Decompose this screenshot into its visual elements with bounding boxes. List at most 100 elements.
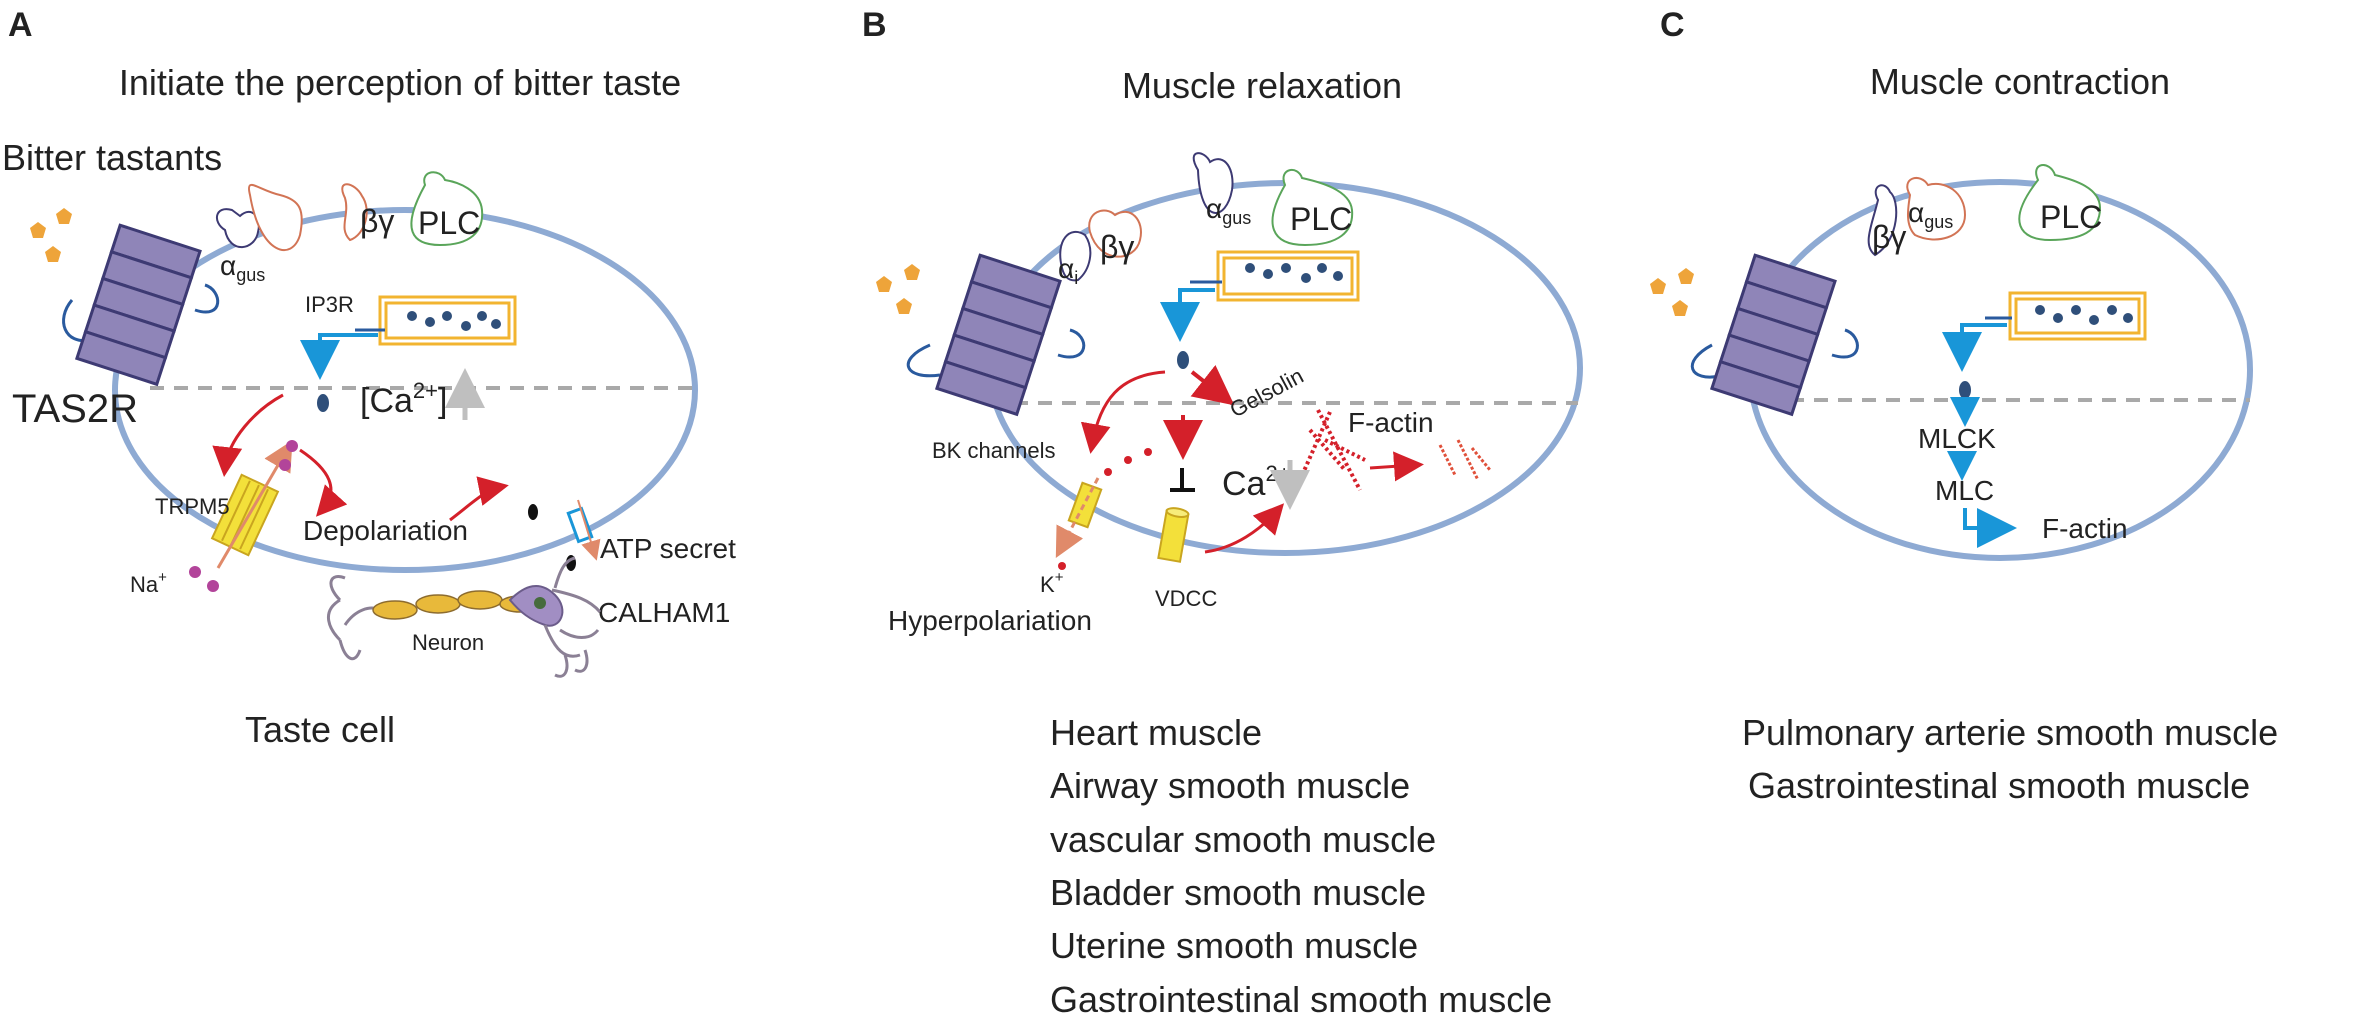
er-inner [2014, 297, 2141, 335]
ip3r-label: IP3R [305, 292, 354, 317]
f-actin-label: F-actin [2042, 513, 2128, 544]
calcium-ion [317, 394, 329, 412]
sodium-ion [279, 459, 291, 471]
f-actin-label: F-actin [1348, 407, 1434, 438]
sodium-ion [207, 580, 219, 592]
beta-gamma-label: βγ [1872, 219, 1906, 255]
panel-c: C Muscle contraction βγ αgus PLC [1650, 6, 2278, 806]
panel-c-letter: C [1660, 6, 1685, 44]
calcium-label: Ca2+ [1222, 461, 1291, 503]
potassium-ion [1058, 562, 1066, 570]
tastant-molecule [1650, 278, 1666, 294]
panel-a-letter: A [8, 6, 33, 44]
alpha-i-label: αi [1058, 253, 1078, 288]
sodium-label: Na+ [130, 569, 167, 597]
tastant-molecule [1672, 300, 1688, 316]
panel-b: B Muscle relaxation αi βγ αgus PLC [862, 6, 1583, 1020]
sodium-influx-arrow [216, 440, 293, 569]
g-subunit-shape [247, 183, 303, 251]
tastant-molecule [30, 222, 46, 238]
tissue-item: Airway smooth muscle [1050, 765, 1410, 806]
alpha-gus-label: αgus [1908, 197, 1953, 232]
er-vesicles [2035, 305, 2133, 325]
tissue-item: Uterine smooth muscle [1050, 925, 1418, 966]
gelsolin-label: Gelsolin [1226, 363, 1308, 422]
inhibition-bar [1170, 468, 1195, 492]
gelsolin-activation-arrow [1190, 364, 1235, 406]
panel-c-title: Muscle contraction [1870, 61, 2170, 102]
bk-activation-arrow [1080, 370, 1166, 454]
trpm5-label: TRPM5 [155, 494, 230, 519]
tastant-molecule [896, 298, 912, 314]
f-actin-filaments-broken [1298, 409, 1366, 491]
er-vesicles [1245, 263, 1343, 283]
atp-molecule [528, 504, 538, 520]
mlc-label: MLC [1935, 475, 1994, 506]
neuron-label: Neuron [412, 630, 484, 655]
vdcc-calcium-arrow [1204, 503, 1285, 554]
calcium-ion [1959, 381, 1971, 399]
calcium-ion [1177, 351, 1189, 369]
activation-arrow [299, 448, 348, 517]
potassium-efflux-arrow [1055, 477, 1100, 558]
alpha-gus-label: αgus [220, 250, 265, 285]
er-inner [1222, 256, 1354, 296]
plc-shape [2018, 164, 2102, 242]
actin-severing-arrow [1369, 451, 1424, 482]
beta-gamma-shape [341, 183, 368, 242]
calcium-release-arrow [300, 333, 378, 380]
g-alpha-gus-icon [1906, 176, 1967, 241]
beta-gamma-label: βγ [1100, 229, 1134, 265]
f-actin-activation-arrow [1963, 508, 2017, 548]
sodium-ion [189, 566, 201, 578]
tastant-molecule [1678, 268, 1694, 284]
tastant-molecule [45, 246, 61, 262]
mlck-label: MLCK [1918, 423, 1996, 454]
tissue-item: Heart muscle [1050, 712, 1262, 753]
tissue-item: vascular smooth muscle [1050, 819, 1436, 860]
tissue-item: Bladder smooth muscle [1050, 872, 1426, 913]
panel-b-title: Muscle relaxation [1122, 65, 1402, 106]
g-alpha-gus-icon [216, 208, 260, 249]
tastant-molecule [56, 208, 72, 224]
sodium-ion [286, 440, 298, 452]
tas2r-receptor-icon [906, 253, 1086, 417]
calham1-label: CALHAM1 [598, 597, 730, 628]
tastant-molecule [904, 264, 920, 280]
alpha-gus-label: αgus [1206, 193, 1251, 228]
neuron-icon [327, 556, 602, 678]
depolarization-arrow [449, 476, 509, 522]
calcium-concentration-label: [Ca2+] [360, 378, 447, 420]
g-alpha-gus-icon [1192, 152, 1234, 214]
calcium-release-arrow [1160, 288, 1215, 342]
muscle-cell-membrane [1747, 179, 2253, 561]
plc-label: PLC [418, 205, 480, 241]
f-actin-fragments [1438, 439, 1492, 481]
potassium-label: K+ [1040, 569, 1064, 597]
tissue-item: Gastrointestinal smooth muscle [1748, 765, 2250, 806]
panel-b-letter: B [862, 6, 887, 44]
hyperpolarization-label: Hyperpolariation [888, 605, 1092, 636]
atp-release-arrow [577, 499, 601, 561]
taste-cell-membrane [112, 207, 698, 573]
tas2r-label: TAS2R [12, 387, 138, 431]
bitter-tastants-label: Bitter tastants [2, 137, 222, 178]
bk-channels-label: BK channels [932, 438, 1056, 463]
atp-secret-label: ATP secret [600, 533, 736, 564]
bk-channel-icon [1067, 481, 1103, 529]
tas2r-receptor-icon [1690, 253, 1859, 417]
er-vesicles [407, 311, 501, 331]
beta-gamma-label: βγ [360, 203, 394, 239]
panel-a-title: Initiate the perception of bitter taste [119, 62, 681, 103]
plc-label: PLC [2040, 199, 2102, 235]
tas2r-receptor-icon [62, 223, 220, 387]
depolarization-label: Depolariation [303, 515, 468, 546]
contraction-tissue-list: Pulmonary arterie smooth muscle Gastroin… [1742, 712, 2278, 806]
plc-shape [410, 171, 484, 247]
activation-arrow [212, 393, 284, 477]
taste-cell-caption: Taste cell [245, 709, 395, 750]
plc-label: PLC [1290, 201, 1352, 237]
tissue-item: Gastrointestinal smooth muscle [1050, 979, 1552, 1020]
potassium-ions [1104, 448, 1152, 476]
